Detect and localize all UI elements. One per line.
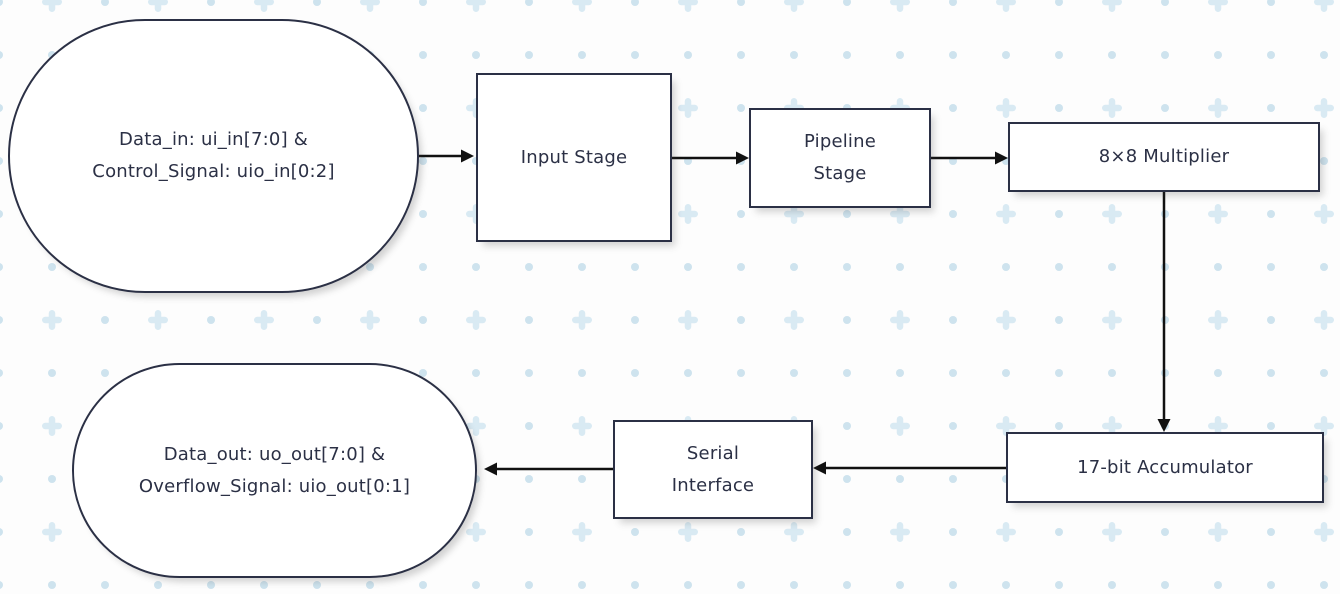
node-data-out: Data_out: uo_out[7:0] & Overflow_Signal:…: [72, 363, 477, 578]
edge-accumulator-to-serial-interface: [813, 461, 1006, 475]
arrowhead-down-icon: [1157, 419, 1171, 432]
arrowhead-right-icon: [461, 149, 474, 163]
node-pipeline-stage-label: Pipeline Stage: [803, 131, 877, 184]
edge-pipeline-stage-to-multiplier: [931, 151, 1008, 165]
edge-input-stage-to-pipeline-stage: [672, 151, 749, 165]
edge-multiplier-to-accumulator: [1157, 192, 1171, 432]
node-multiplier: 8×8 Multiplier: [1008, 122, 1320, 192]
node-input-stage-label: Input Stage: [520, 146, 628, 168]
node-pipeline-stage: Pipeline Stage: [749, 108, 931, 208]
edge-serial-interface-to-data-out: [484, 462, 613, 476]
node-accumulator: 17-bit Accumulator: [1006, 432, 1324, 503]
arrowhead-right-icon: [736, 151, 749, 165]
node-data-out-label: Data_out: uo_out[7:0] & Overflow_Signal:…: [138, 443, 411, 497]
arrowhead-left-icon: [484, 462, 497, 476]
arrowhead-right-icon: [995, 151, 1008, 165]
node-accumulator-label: 17-bit Accumulator: [1077, 456, 1253, 478]
arrowhead-left-icon: [813, 461, 826, 475]
node-multiplier-label: 8×8 Multiplier: [1098, 146, 1230, 167]
node-input-stage: Input Stage: [476, 73, 672, 242]
node-serial-interface: Serial Interface: [613, 420, 813, 519]
node-data-in: Data_in: ui_in[7:0] & Control_Signal: ui…: [8, 19, 419, 293]
node-serial-interface-label: Serial Interface: [671, 442, 755, 496]
node-data-in-label: Data_in: ui_in[7:0] & Control_Signal: ui…: [92, 129, 335, 182]
edge-data-in-to-input-stage: [419, 149, 474, 163]
